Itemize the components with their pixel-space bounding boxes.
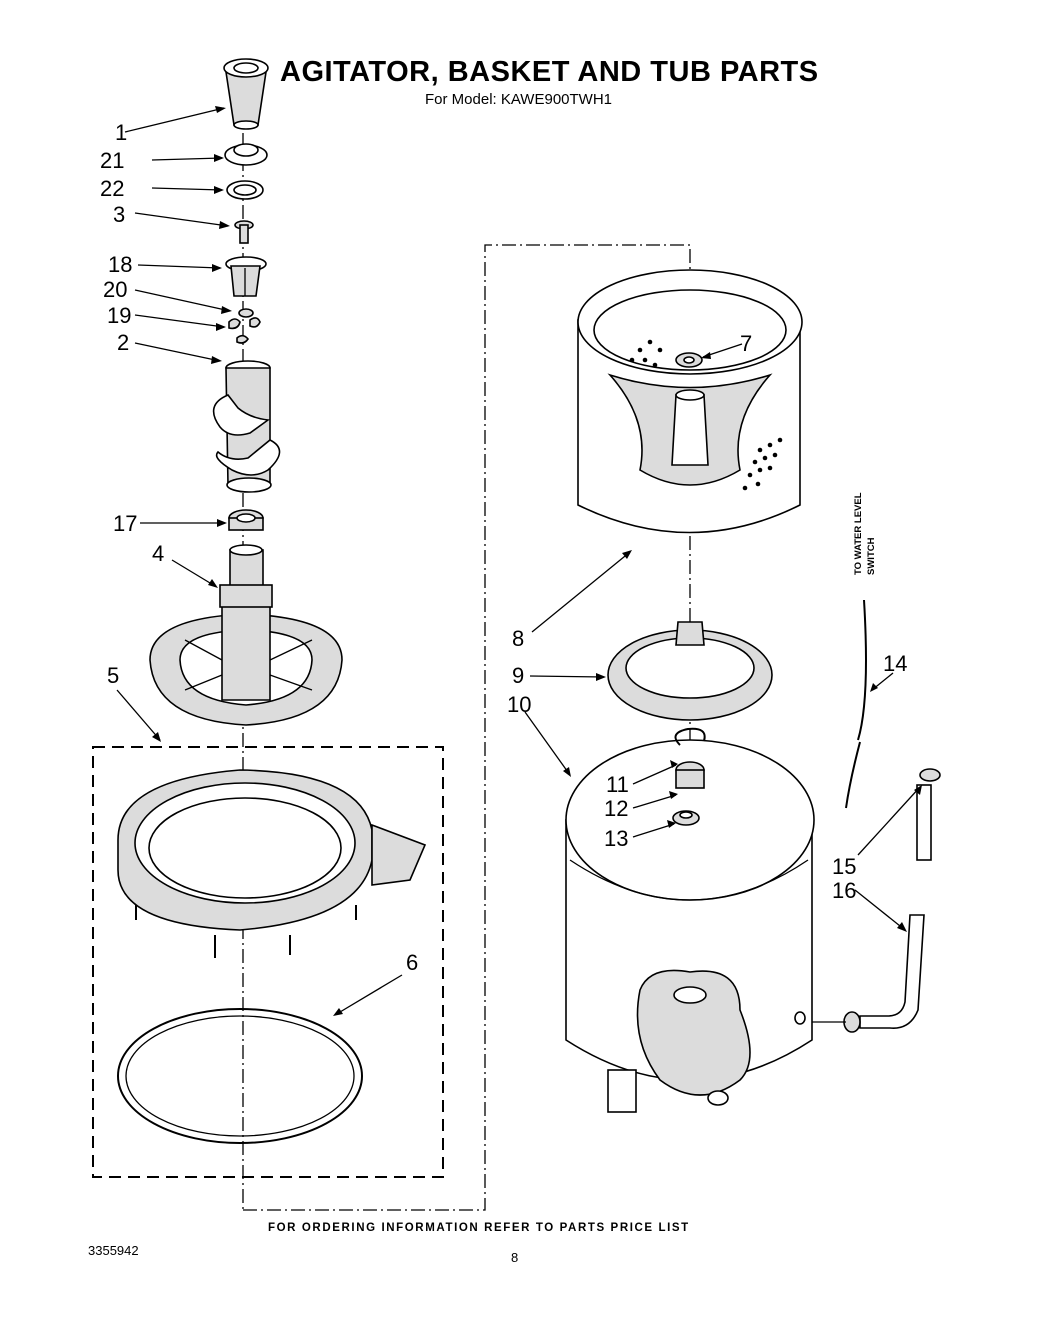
callout-22: 22 (100, 176, 125, 201)
part-11-clip (674, 727, 706, 746)
callout-18: 18 (108, 252, 133, 277)
model-subtitle: For Model: KAWE900TWH1 (425, 91, 612, 108)
callout-4: 4 (152, 541, 165, 566)
part-5-tub-ring (117, 769, 427, 958)
callout-17: 17 (113, 511, 138, 536)
basket-connector-line (243, 244, 691, 1211)
callout-11: 11 (606, 772, 629, 797)
callout-13: 13 (604, 826, 629, 851)
dashed-group-box (92, 746, 444, 1178)
part-19-dogs (228, 317, 261, 344)
leader-lines (116, 107, 921, 1016)
callout-9: 9 (512, 663, 525, 688)
part-7-basket-nut (675, 352, 703, 368)
part-18-cam (225, 256, 267, 297)
callout-1: 1 (115, 120, 128, 145)
callout-20: 20 (103, 277, 128, 302)
part-4-agitator-base (149, 544, 343, 726)
part-14-hose (845, 599, 867, 809)
part-12-nut (675, 761, 705, 789)
callout-19: 19 (107, 303, 132, 328)
part-3-bolt (234, 220, 254, 244)
callout-7: 7 (740, 331, 753, 356)
part-17-cam-ring (228, 509, 264, 531)
part-13-seal (672, 810, 700, 826)
page-number: 8 (511, 1250, 519, 1265)
side-label-line1: TO WATER LEVEL (853, 492, 864, 575)
document-number: 3355942 (88, 1243, 139, 1258)
part-2-agitator (212, 360, 281, 493)
part-21-cap (224, 143, 268, 166)
part-6-seal-ring (117, 1008, 363, 1144)
ordering-note: FOR ORDERING INFORMATION REFER TO PARTS … (268, 1222, 690, 1234)
callout-15: 15 (832, 854, 857, 879)
part-15-clamp (919, 768, 941, 782)
callout-12: 12 (604, 796, 629, 821)
page-title: AGITATOR, BASKET AND TUB PARTS (280, 56, 819, 88)
callout-21: 21 (100, 148, 125, 173)
arrowheads (152, 106, 922, 1016)
part-16-hose (812, 784, 932, 1033)
callout-6: 6 (406, 950, 419, 975)
callout-3: 3 (113, 202, 126, 227)
part-1-dispenser (223, 58, 269, 130)
callout-5: 5 (107, 663, 120, 688)
callout-10: 10 (507, 692, 532, 717)
callout-14: 14 (883, 651, 908, 676)
side-label-line2: SWITCH (866, 537, 877, 575)
callout-2: 2 (117, 330, 130, 355)
callout-8: 8 (512, 626, 525, 651)
part-9-basket-hub (607, 621, 773, 721)
callout-16: 16 (832, 878, 857, 903)
part-8-basket (577, 269, 803, 534)
part-22-seal (226, 180, 264, 200)
part-20-washer (238, 308, 254, 318)
water-level-switch-label: TO WATER LEVEL SWITCH (848, 475, 882, 575)
